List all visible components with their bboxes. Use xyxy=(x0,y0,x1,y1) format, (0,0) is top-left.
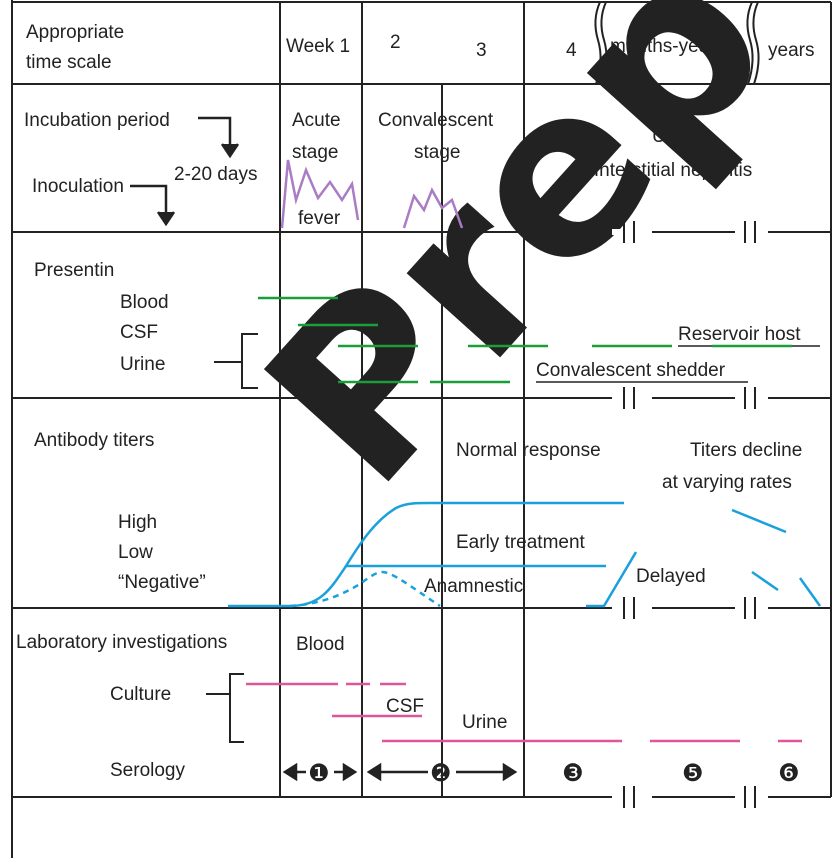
incubation-arrow xyxy=(198,116,240,159)
presence-title: Presentin xyxy=(34,260,114,281)
fever-label: fever xyxy=(298,208,341,229)
antibody-decline-segment-2 xyxy=(751,570,779,592)
presence-urine-label: Urine xyxy=(120,354,165,375)
lab-title: Laboratory investigations xyxy=(16,632,227,653)
header-break-marks xyxy=(594,1,760,85)
header-week4: 4 xyxy=(566,40,577,61)
antibody-anamnestic-curve xyxy=(289,570,441,608)
antibody-negative-label: “Negative” xyxy=(118,572,206,593)
header-week1: Week 1 xyxy=(286,36,350,57)
reservoir-host-label: Reservoir host xyxy=(678,324,801,345)
antibody-delayed-curve xyxy=(586,551,638,608)
delayed-label: Delayed xyxy=(636,566,706,587)
lab-lines xyxy=(246,682,802,743)
antibody-curves xyxy=(228,501,822,608)
inoculation-arrow xyxy=(130,184,176,227)
fever-curve-acute xyxy=(280,159,360,229)
stage-arrows xyxy=(282,762,518,782)
titers-decline-line1: Titers decline xyxy=(690,440,802,461)
stage-marker-2: ❷ xyxy=(430,760,452,787)
stage-marker-5: ❺ xyxy=(682,760,704,787)
lab-serology-label: Serology xyxy=(110,760,185,781)
header-week3: 3 xyxy=(476,40,487,61)
presence-csf-label: CSF xyxy=(120,322,158,343)
presence-lines xyxy=(258,296,792,384)
incubation-period-label: Incubation period xyxy=(24,110,170,131)
fever-curve-convalescent xyxy=(402,187,464,229)
stage-marker-6: ❻ xyxy=(778,760,800,787)
header-months-years: months-years xyxy=(610,36,725,57)
lab-bracket xyxy=(206,673,244,743)
lab-blood-label: Blood xyxy=(296,634,345,655)
antibody-title: Antibody titers xyxy=(34,430,154,451)
presence-bracket xyxy=(214,333,258,389)
grid-lines xyxy=(11,0,832,858)
antibody-decline-segment-1 xyxy=(731,508,787,534)
normal-response-label: Normal response xyxy=(456,440,601,461)
antibody-normal-response-curve xyxy=(228,501,624,608)
uveitis-label: Uveitis xyxy=(652,126,709,147)
lab-culture-label: Culture xyxy=(110,684,171,705)
presence-blood-label: Blood xyxy=(120,292,169,313)
header-week2: 2 xyxy=(390,32,401,53)
header-years: years xyxy=(768,40,814,61)
antibody-low-label: Low xyxy=(118,542,153,563)
acute-stage-line2: stage xyxy=(292,142,338,163)
convalescent-stage-line1: Convalescent xyxy=(378,110,494,131)
incubation-days-label: 2-20 days xyxy=(174,164,257,185)
acute-stage-line1: Acute xyxy=(292,110,341,131)
stage-marker-1: ❶ xyxy=(308,760,330,787)
header-title-line1: Appropriate xyxy=(26,22,124,43)
antibody-high-label: High xyxy=(118,512,157,533)
antibody-decline-segment-3 xyxy=(798,577,822,607)
inoculation-label: Inoculation xyxy=(32,176,124,197)
nephritis-label: ? Interstitial nephritis xyxy=(578,160,752,181)
lab-urine-label: Urine xyxy=(462,712,507,733)
gap-break-marks xyxy=(612,221,768,808)
header-title-line2: time scale xyxy=(26,52,112,73)
convalescent-shedder-label: Convalescent shedder xyxy=(536,360,726,381)
anamnestic-label: Anamnestic xyxy=(424,576,523,597)
stage-marker-3: ❸ xyxy=(562,760,584,787)
fever-curves xyxy=(280,159,464,229)
lab-csf-label: CSF xyxy=(386,696,424,717)
titers-decline-line2: at varying rates xyxy=(662,472,792,493)
convalescent-stage-line2: stage xyxy=(414,142,460,163)
early-treatment-label: Early treatment xyxy=(456,532,586,553)
